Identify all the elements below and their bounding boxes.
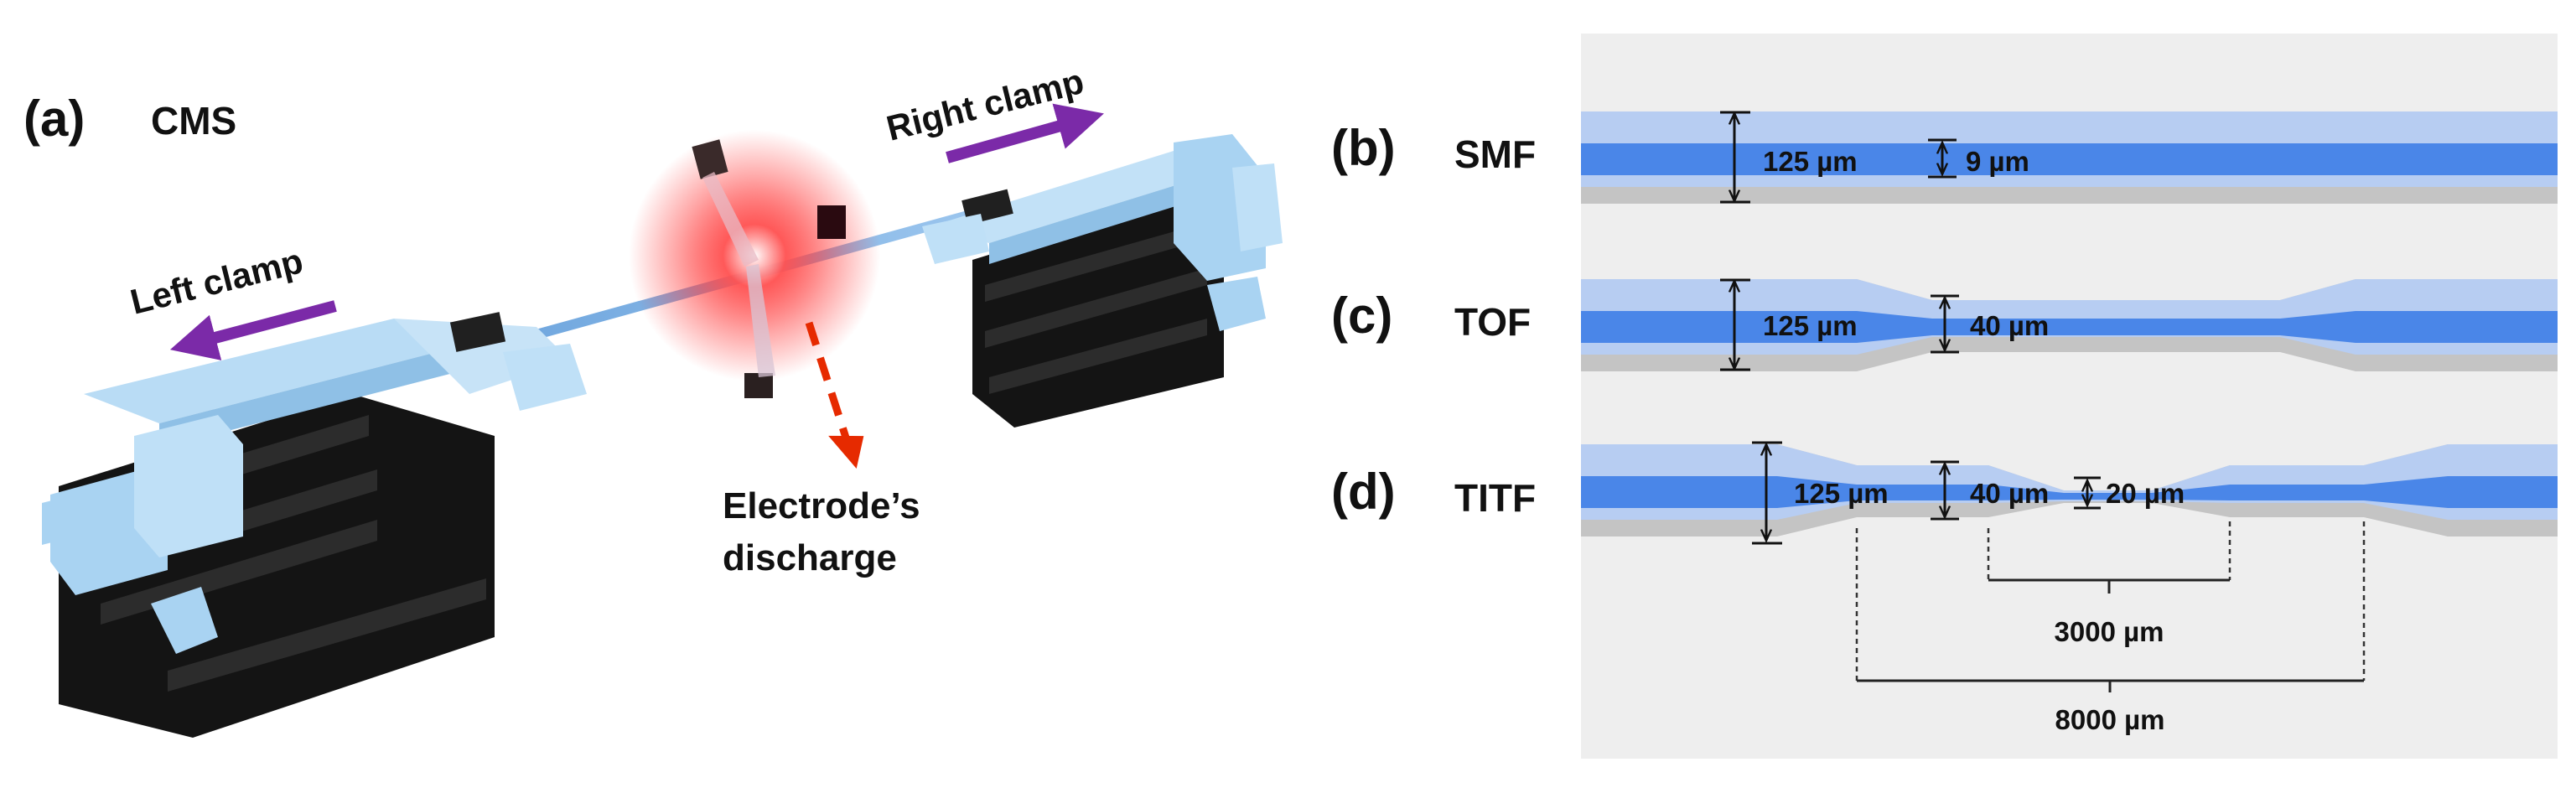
panel-a-title: CMS [151, 99, 236, 143]
panel-b-name: SMF [1454, 132, 1536, 176]
panel-d: (d) TITF 125 µm 40 µm 20 µm 3000 µm [1331, 441, 2558, 735]
discharge-arrowhead [828, 435, 864, 469]
right-clamp [922, 134, 1283, 428]
right-clamp-arrow [946, 103, 1104, 163]
outer-length-label: 8000 µm [2055, 704, 2165, 735]
left-clamp [42, 312, 587, 738]
titf-waist1-label: 40 µm [1970, 478, 2049, 509]
titf-cladding-label: 125 µm [1794, 478, 1889, 509]
electrode-bottom [744, 264, 775, 398]
discharge-label-line2: discharge [723, 537, 897, 578]
panel-c-letter: (c) [1331, 288, 1392, 344]
smf-core-label: 9 µm [1966, 146, 2029, 177]
left-clamp-label: Left clamp [127, 241, 307, 321]
panel-b-letter: (b) [1331, 120, 1396, 176]
electrode-top [692, 139, 759, 267]
left-clamp-arrow [169, 300, 337, 360]
panel-c: (c) TOF 125 µm 40 µm [1331, 278, 2558, 371]
inner-length-label: 3000 µm [2055, 616, 2164, 647]
right-clamp-label: Right clamp [883, 61, 1088, 148]
tof-waist-label: 40 µm [1970, 310, 2049, 341]
tof-core [1581, 311, 2558, 343]
panel-d-name: TITF [1454, 476, 1536, 520]
panel-a-letter: (a) [23, 91, 85, 147]
titf-core [1581, 476, 2558, 508]
panel-b: (b) SMF 125 µm 9 µm [1331, 111, 2558, 204]
electrode-block [817, 205, 846, 239]
discharge-arrow [805, 321, 851, 442]
titf-waist2-label: 20 µm [2106, 478, 2185, 509]
outer-length-bracket [1855, 521, 2366, 692]
discharge-label-line1: Electrode’s [723, 485, 920, 526]
smf-cladding-label: 125 µm [1763, 146, 1858, 177]
panel-c-name: TOF [1454, 300, 1531, 344]
smf-core [1581, 143, 2558, 175]
panel-a: (a) CMS Electrode’s discharge [23, 61, 1283, 738]
inner-length-bracket [1987, 521, 2231, 594]
tof-cladding-label: 125 µm [1763, 310, 1858, 341]
panel-d-letter: (d) [1331, 464, 1396, 520]
